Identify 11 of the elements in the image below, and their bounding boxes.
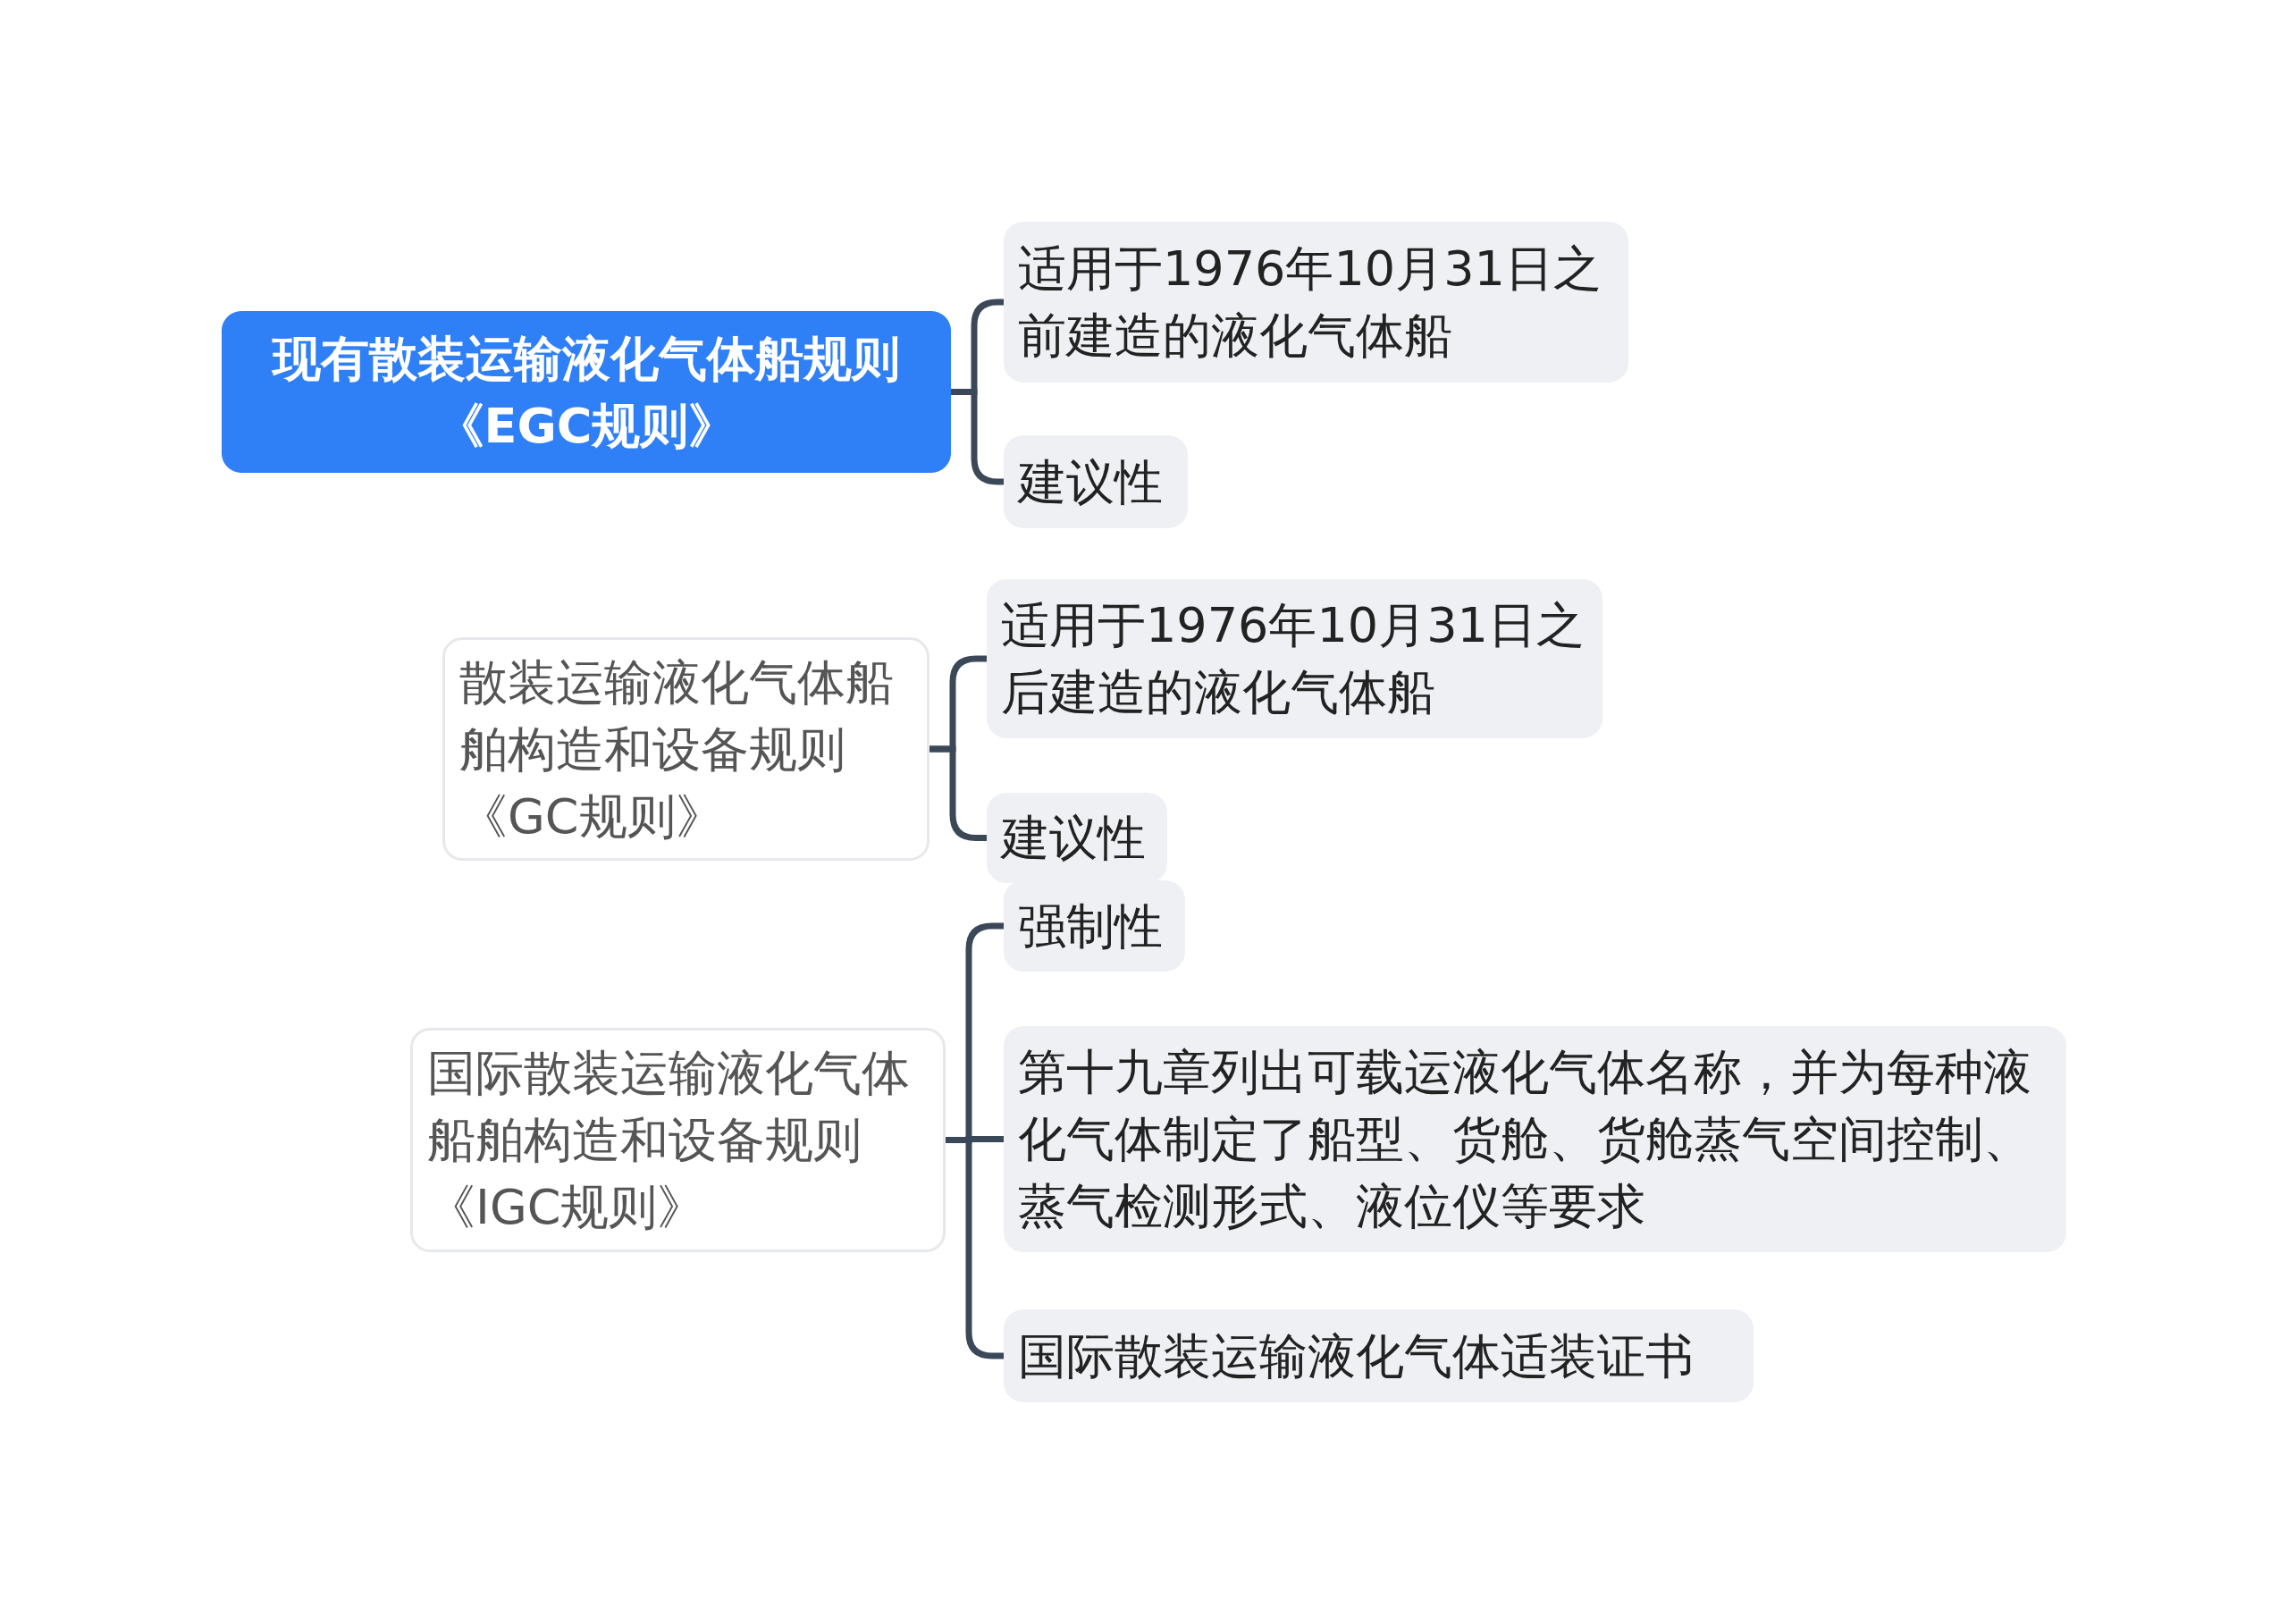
subtopic-box: 适用于1976年10月31日之后建造的液化气体船	[987, 579, 1602, 738]
topic-box: 散装运输液化气体船舶构造和设备规则《GC规则》	[442, 637, 930, 861]
central-topic-box: 现有散装运输液化气体船规则《EGC规则》	[222, 311, 951, 473]
subtopic-box: 适用于1976年10月31日之前建造的液化气体船	[1004, 222, 1628, 383]
connector-line	[951, 389, 1004, 485]
subtopic-box: 国际散装运输液化气体适装证书	[1004, 1309, 1754, 1402]
subtopic-box: 强制性	[1004, 880, 1185, 972]
subtopic-box: 第十九章列出可载运液化气体名称，并为每种液化气体制定了船型、货舱、货舱蒸气空间控制、蒸气检测形式、液位仪等要求	[1004, 1026, 2066, 1252]
subtopic-box: 建议性	[987, 793, 1167, 883]
subtopic-box: 建议性	[1004, 435, 1188, 528]
topic-box: 国际散装运输液化气体船舶构造和设备规则《IGC规则》	[410, 1028, 946, 1252]
